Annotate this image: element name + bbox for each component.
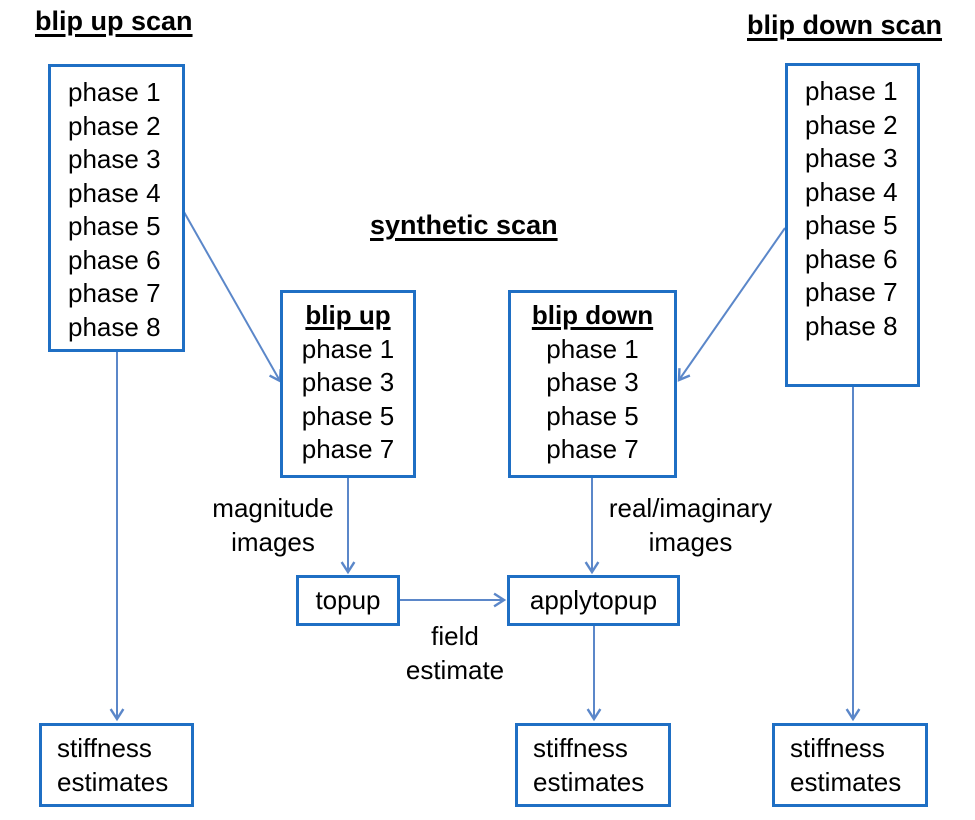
blip-up-scan-title: blip up scan — [35, 6, 193, 36]
stiffness-estimates-box-right: stiffness estimates — [772, 723, 928, 807]
phase-line: phase 1 — [805, 76, 898, 106]
synthetic-blip-up-title: blip up — [305, 300, 391, 330]
output-line: estimates — [533, 767, 645, 797]
blip-up-scan-box: phase 1 phase 2 phase 3 phase 4 phase 5 … — [48, 64, 185, 352]
synthetic-scan-title: synthetic scan — [370, 210, 558, 240]
phase-line: phase 4 — [68, 177, 161, 208]
phase-line: phase 4 — [805, 176, 898, 207]
phase-line: phase 7 — [805, 277, 898, 307]
phase-line: phase 1 — [546, 333, 639, 364]
magnitude-images-label: magnitude images — [198, 492, 348, 559]
phase-line: phase 5 — [68, 211, 161, 241]
phase-line: phase 7 — [546, 434, 639, 464]
phase-line: phase 7 — [68, 278, 161, 308]
label-line: field — [431, 621, 479, 651]
label-line: real/imaginary — [608, 493, 773, 523]
label-line: images — [648, 526, 733, 557]
synthetic-blip-down-title: blip down — [531, 300, 654, 330]
synthetic-blip-up-box: blip up phase 1 phase 3 phase 5 phase 7 — [280, 290, 416, 478]
phase-line: phase 2 — [805, 109, 898, 140]
phase-line: phase 1 — [301, 333, 395, 364]
phase-line: phase 3 — [68, 144, 161, 174]
phase-line: phase 7 — [301, 434, 395, 464]
output-line: stiffness — [790, 733, 885, 763]
applytopup-label: applytopup — [529, 585, 658, 615]
phase-line: phase 3 — [301, 367, 395, 397]
applytopup-box: applytopup — [507, 575, 680, 626]
phase-line: phase 3 — [805, 143, 898, 173]
stiffness-estimates-box-left: stiffness estimates — [39, 723, 194, 807]
label-line: magnitude — [212, 493, 334, 523]
phase-line: phase 6 — [805, 243, 898, 274]
output-line: stiffness — [57, 733, 152, 763]
phase-line: phase 1 — [68, 77, 161, 107]
phase-line: phase 8 — [805, 310, 898, 341]
output-line: estimates — [790, 767, 902, 797]
phase-line: phase 5 — [805, 210, 898, 240]
phase-line: phase 8 — [68, 311, 161, 342]
arrow-blipdown-to-synthetic-down — [677, 227, 786, 382]
stiffness-estimates-box-center: stiffness estimates — [515, 723, 671, 807]
field-estimate-label: field estimate — [395, 620, 515, 687]
output-line: stiffness — [533, 733, 628, 763]
blip-down-scan-box: phase 1 phase 2 phase 3 phase 4 phase 5 … — [785, 63, 920, 387]
arrow-blipup-to-synthetic-up — [183, 211, 282, 383]
real-imaginary-images-label: real/imaginary images — [598, 492, 783, 559]
phase-line: phase 5 — [546, 400, 639, 431]
topup-label: topup — [315, 585, 381, 615]
blip-down-scan-title: blip down scan — [747, 10, 943, 40]
phase-line: phase 3 — [546, 367, 639, 397]
phase-line: phase 6 — [68, 244, 161, 275]
phase-line: phase 2 — [68, 110, 161, 141]
output-line: estimates — [57, 767, 169, 797]
phase-line: phase 5 — [301, 400, 395, 431]
synthetic-blip-down-box: blip down phase 1 phase 3 phase 5 phase … — [508, 290, 677, 478]
topup-box: topup — [296, 575, 400, 626]
label-line: estimate — [405, 654, 505, 685]
label-line: images — [231, 526, 315, 557]
